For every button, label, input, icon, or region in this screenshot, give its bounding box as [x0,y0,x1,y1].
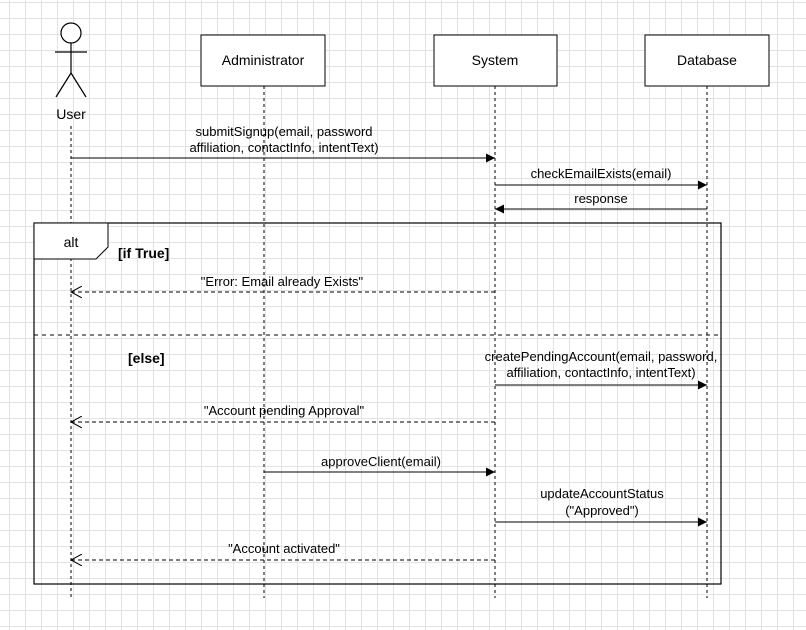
message-submit-signup-label-1: submitSignup(email, password [195,124,372,139]
participant-database-label: Database [677,52,737,68]
message-create-pending-label-1: createPendingAccount(email, password, [485,349,718,364]
guard-else: [else] [128,350,165,366]
message-create-pending-label-2: affiliation, contactInfo, intentText) [506,365,695,380]
user-actor-icon[interactable] [55,22,87,98]
message-submit-signup-label-2: affiliation, contactInfo, intentText) [189,140,378,155]
message-account-activated-label: "Account activated" [228,541,340,556]
alt-operator-tab [33,222,109,260]
message-update-status-label-1: updateAccountStatus [540,486,664,501]
message-check-email-label: checkEmailExists(email) [531,166,672,181]
alt-fragment-frame [33,222,722,585]
message-account-pending-label: "Account pending Approval" [204,403,365,418]
participant-database[interactable]: Database [644,34,770,87]
participant-system[interactable]: System [433,34,558,87]
message-error-email-label: "Error: Email already Exists" [201,274,364,289]
participant-administrator-label: Administrator [222,52,305,68]
guard-if-true: [if True] [118,245,169,261]
participant-user-label: User [56,106,86,122]
participant-system-label: System [472,52,519,68]
message-response-label: response [574,191,627,206]
alt-operator-label: alt [64,234,79,250]
participant-administrator[interactable]: Administrator [200,34,326,87]
message-update-status-label-2: ("Approved") [565,503,639,518]
message-approve-client-label: approveClient(email) [321,454,441,469]
